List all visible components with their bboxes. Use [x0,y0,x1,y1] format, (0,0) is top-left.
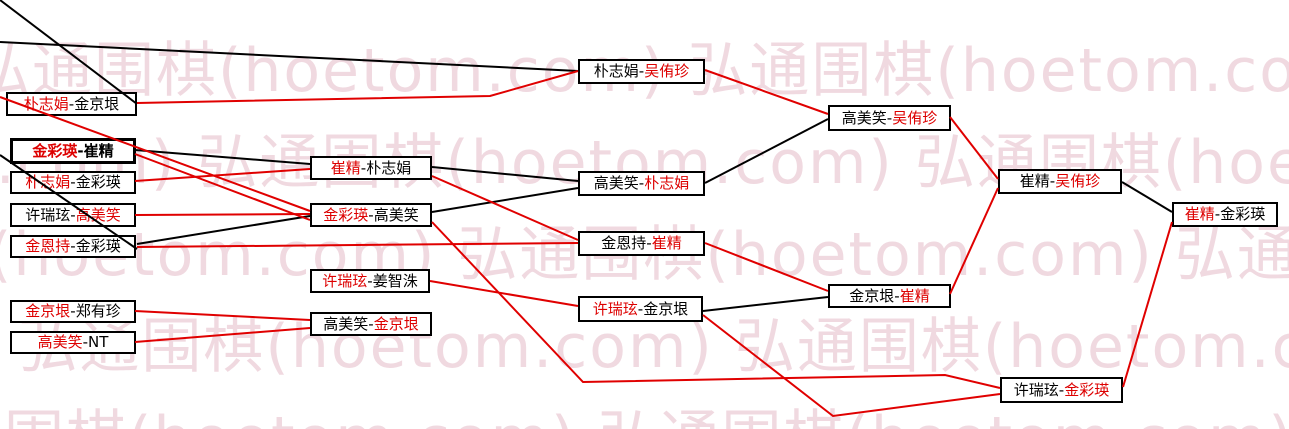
match-box: 金恩持-崔精 [578,231,705,256]
player-name: 崔精 [1019,172,1050,190]
player-name: 朴志娟 [593,62,639,80]
player-name: 许瑞玹 [592,299,638,318]
player-name: 许瑞玹 [322,271,368,290]
player-name: 吴侑珍 [1055,172,1101,190]
player-name: 姜智洙 [372,271,418,290]
match-box: 许瑞玹-金京垠 [578,296,703,322]
player-name: 金京垠 [74,94,120,113]
match-box: 金彩瑛-高美笑 [310,203,432,227]
match-box: 金京垠-崔精 [828,284,951,308]
player-name: 金京垠 [643,299,689,318]
match-box: 崔精-吴侑珍 [998,169,1122,194]
player-name: 高美笑 [373,205,419,224]
match-box: 金恩持-金彩瑛 [10,235,136,258]
match-box: 朴志娟-吴侑珍 [578,59,705,84]
player-name: 金京垠 [25,302,71,320]
player-name: 高美笑 [841,108,887,127]
match-box: 高美笑-朴志娟 [578,171,705,196]
match-box: 许瑞玹-高美笑 [10,203,136,227]
match-box: 高美笑-金京垠 [310,312,432,336]
player-name: 崔精 [651,234,682,252]
player-name: 崔精 [330,158,361,177]
separator: - [368,205,374,224]
match-box: 金京垠-郑有珍 [10,300,136,323]
player-name: 朴志娟 [23,94,69,113]
player-name: 金彩瑛 [1064,380,1110,399]
player-name: 崔精 [83,141,114,160]
player-name: 高美笑 [37,333,83,351]
player-name: 许瑞玹 [25,205,71,224]
match-box: 许瑞玹-金彩瑛 [1000,377,1123,403]
separator: - [70,302,76,320]
match-box: 崔精-金彩瑛 [1172,202,1278,227]
player-name: 吴侑珍 [892,108,938,127]
player-name: 高美笑 [75,205,121,224]
player-name: 高美笑 [323,314,369,333]
separator: - [360,158,367,177]
player-name: 金彩瑛 [75,173,121,191]
player-name: NT [88,333,109,351]
player-name: 金彩瑛 [1220,205,1266,223]
player-name: 金彩瑛 [323,205,369,224]
separator: - [1214,205,1221,223]
player-name: 金京垠 [373,314,419,333]
match-box: 朴志娟-金京垠 [6,92,137,116]
match-box: 许瑞玹-姜智洙 [310,269,430,293]
watermark-text: 弘通围棋(hoetom.com) 弘通围棋(hoetom.com) 弘通围棋(h… [0,390,1289,429]
player-name: 崔精 [899,286,930,305]
player-name: 许瑞玹 [1013,380,1059,399]
separator: - [368,314,374,333]
match-box: 高美笑-吴侑珍 [828,105,951,131]
separator: - [82,333,89,351]
match-box: 朴志娟-金彩瑛 [10,171,136,194]
player-name: 崔精 [1184,205,1215,223]
player-name: 金京垠 [849,286,895,305]
match-box: 金彩瑛-崔精 [10,138,136,164]
separator: - [1049,172,1056,190]
separator: - [638,174,645,192]
player-name: 吴侑珍 [644,62,690,80]
player-name: 金恩持 [25,237,71,255]
player-name: 金彩瑛 [75,237,121,255]
player-name: 朴志娟 [25,173,71,191]
player-name: 郑有珍 [75,302,121,320]
player-name: 金彩瑛 [32,141,78,160]
separator: - [638,62,645,80]
player-name: 朴志娟 [644,174,690,192]
player-name: 朴志娟 [366,158,412,177]
match-box: 高美笑-NT [10,331,136,354]
match-box: 崔精-朴志娟 [310,156,432,180]
separator: - [367,271,373,290]
separator: - [886,108,893,127]
separator: - [1058,380,1065,399]
player-name: 金恩持 [601,234,647,252]
player-name: 高美笑 [593,174,639,192]
